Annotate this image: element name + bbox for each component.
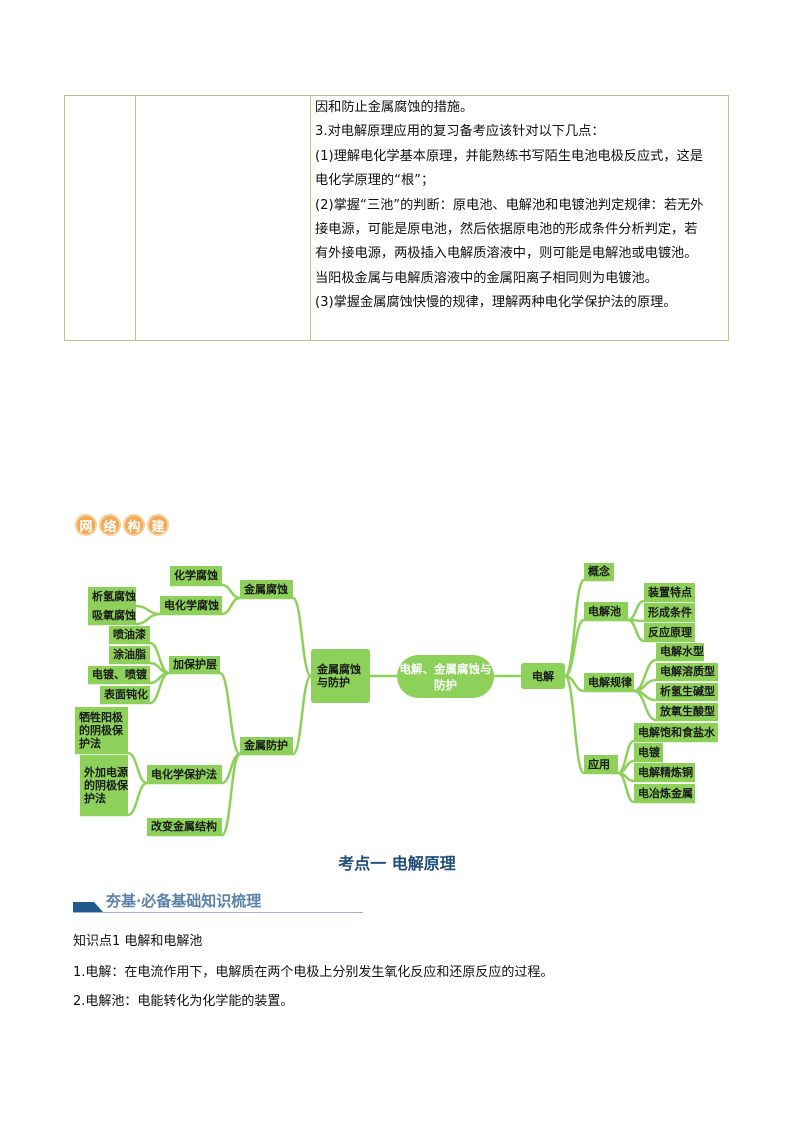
mindmap-node-grease: 涂油脂 bbox=[109, 646, 150, 663]
mindmap-node-apps: 应用 bbox=[584, 755, 618, 773]
banner-marker bbox=[73, 902, 103, 912]
mindmap-node-chem-corr: 化学腐蚀 bbox=[170, 566, 222, 585]
mindmap-node-electroplate: 电镀 bbox=[634, 743, 663, 761]
section-badge-char: 构 bbox=[123, 514, 145, 536]
mindmap-node-coating: 加保护层 bbox=[169, 656, 220, 673]
mindmap-node-refine: 电解精炼铜 bbox=[634, 763, 695, 781]
banner-underline bbox=[73, 912, 363, 913]
mindmap-node-corr-prot: 金属腐蚀与防护 bbox=[311, 649, 370, 703]
mindmap-connector bbox=[75, 751, 148, 785]
mindmap-connector bbox=[240, 596, 313, 678]
mindmap-node-structure: 改变金属结构 bbox=[147, 818, 222, 835]
review-table: 因和防止金属腐蚀的措施。 3.对电解原理应用的复习备考应该针对以下几点： (1)… bbox=[64, 95, 729, 341]
mindmap-connector bbox=[169, 671, 242, 756]
mindmap-node-echem-prot: 电化学保护法 bbox=[147, 765, 222, 783]
section-badge-char: 络 bbox=[99, 514, 121, 536]
mindmap-connector bbox=[564, 618, 628, 678]
text-line: 当阳极金属与电解质溶液中的金属阳离子相同则为电镀池。 bbox=[315, 270, 658, 286]
mindmap-node-concept: 概念 bbox=[584, 563, 614, 580]
table-cell-text: 因和防止金属腐蚀的措施。 3.对电解原理应用的复习备考应该针对以下几点： (1)… bbox=[315, 96, 727, 316]
text-line: 3.对电解原理应用的复习备考应该针对以下几点： bbox=[315, 124, 605, 140]
mindmap-node-sac-anode: 牺牲阳极的阴极保护法 bbox=[75, 707, 128, 753]
mindmap-connector bbox=[100, 671, 170, 705]
banner-title: 夯基·必备基础知识梳理 bbox=[106, 892, 262, 910]
mindmap-connector bbox=[147, 752, 242, 837]
mindmap-connector bbox=[563, 674, 618, 775]
mindmap-connector bbox=[633, 689, 718, 722]
mindmap-connector bbox=[88, 612, 161, 626]
paragraph: 1.电解：在电流作用下，电解质在两个电极上分别发生氧化反应和还原反应的过程。 bbox=[73, 965, 554, 980]
section-badge-char: 网 bbox=[75, 514, 97, 536]
mindmap-node-passiv: 表面钝化 bbox=[100, 686, 150, 703]
mindmap-node-device: 装置特点 bbox=[644, 583, 695, 601]
text-line: 有外接电源，两极插入电解质溶液中，则可能是电解池或电镀池。 bbox=[315, 246, 698, 262]
text-line: (1)理解电化学基本原理，并能熟练书写陌生电池电极反应式，这是 bbox=[315, 148, 703, 164]
section-heading: 考点一 电解原理 bbox=[338, 854, 456, 873]
mindmap-connector bbox=[617, 771, 695, 804]
mindmap-node-smelt: 电冶炼金属 bbox=[634, 784, 695, 802]
paragraph: 2.电解池：电能转化为化学能的装置。 bbox=[73, 994, 294, 1009]
mindmap-center: 电解、金属腐蚀与防护 bbox=[397, 655, 494, 698]
mindmap-node-corrosion: 金属腐蚀 bbox=[240, 580, 293, 598]
text-line: (2)掌握“三池”的判断：原电池、电解池和电镀池判定规律：若无外 bbox=[315, 197, 704, 213]
mindmap-node-protection: 金属防护 bbox=[240, 737, 293, 754]
mindmap-node-brine: 电解饱和食盐水 bbox=[634, 723, 718, 741]
knowledge-point-title: 知识点1 电解和电解池 bbox=[73, 934, 203, 949]
mindmap-node-electrolysis: 电解 bbox=[521, 663, 565, 689]
mindmap-node-plating: 电镀、喷镀 bbox=[88, 666, 150, 683]
mindmap-node-o-acid: 放氧生酸型 bbox=[656, 703, 718, 720]
table-divider bbox=[135, 96, 136, 340]
text-line: 因和防止金属腐蚀的措施。 bbox=[315, 100, 474, 115]
mindmap-connector bbox=[80, 781, 148, 817]
mindmap-node-condition: 形成条件 bbox=[644, 603, 695, 621]
section-badge-char: 建 bbox=[147, 514, 169, 536]
mindmap-node-solute: 电解溶质型 bbox=[656, 663, 718, 680]
mindmap-node-h-corr: 析氢腐蚀 bbox=[88, 587, 136, 606]
mindmap-connector bbox=[627, 618, 695, 643]
mindmap-node-h-base: 析氢生碱型 bbox=[656, 683, 718, 700]
mindmap-node-water: 电解水型 bbox=[656, 643, 704, 660]
mindmap-connector bbox=[240, 674, 313, 756]
mindmap-node-ext-power: 外加电源的阴极保护法 bbox=[80, 755, 128, 815]
mindmap-node-rules: 电解规律 bbox=[584, 673, 634, 691]
text-line: 电化学原理的“根”； bbox=[315, 173, 435, 189]
mindmap-connector bbox=[160, 596, 241, 616]
text-line: (3)掌握金属腐蚀快慢的规律，理解两种电化学保护法的原理。 bbox=[315, 295, 677, 311]
text-line: 接电源，可能是原电池，然后依据原电池的形成条件分析判定，若 bbox=[315, 222, 698, 238]
mindmap-node-principle: 反应原理 bbox=[644, 623, 695, 641]
mindmap-node-cell: 电解池 bbox=[584, 602, 628, 620]
mindmap-node-paint: 喷油漆 bbox=[109, 626, 150, 643]
mindmap-node-echem-corr: 电化学腐蚀 bbox=[160, 596, 222, 614]
table-divider bbox=[310, 96, 311, 340]
mindmap-node-o-corr: 吸氧腐蚀 bbox=[88, 607, 136, 624]
